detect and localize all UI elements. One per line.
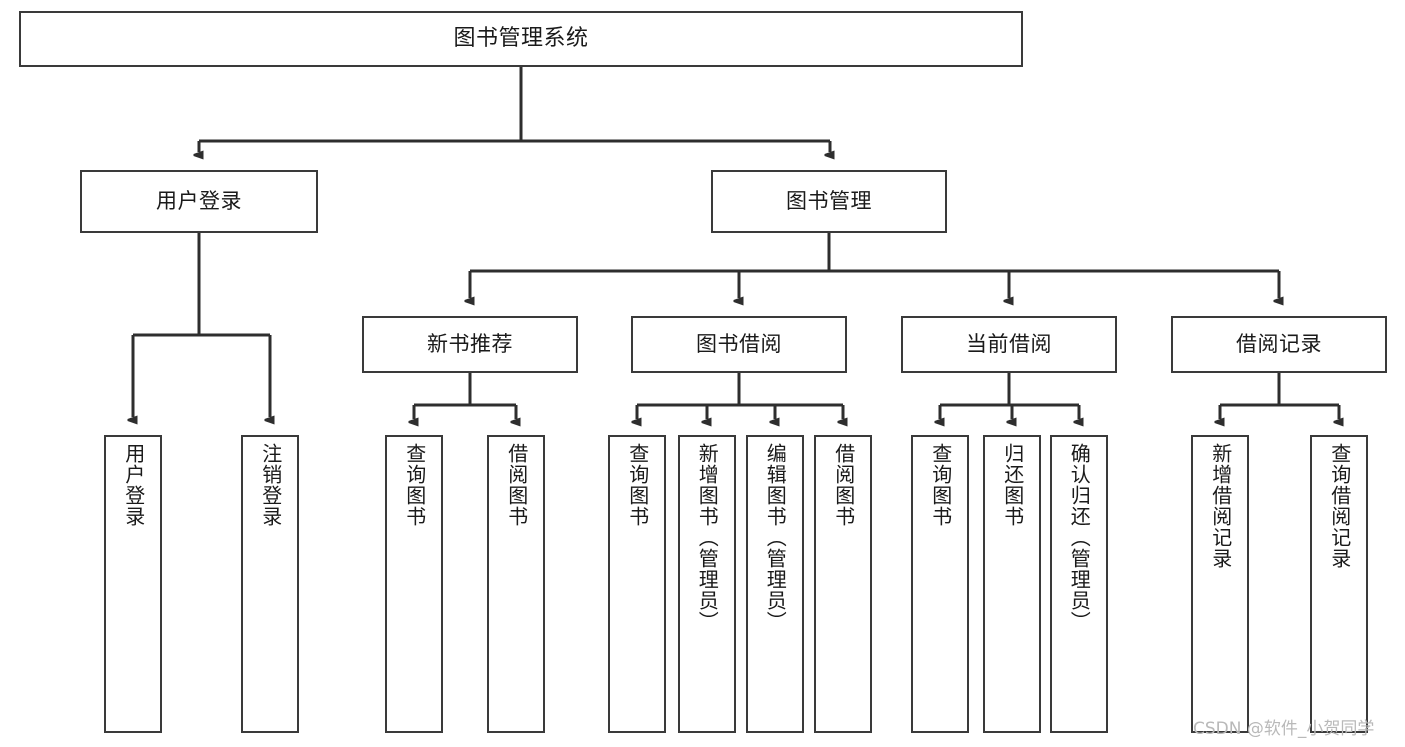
node-label: 借阅图书 [504, 443, 529, 527]
node-label: 新增图书（管理员） [695, 443, 720, 632]
node-user-login[interactable]: 用户登录 [80, 170, 318, 233]
csdn-watermark: CSDN @软件_小贺同学 [1193, 719, 1375, 739]
node-label: 查询借阅记录 [1327, 443, 1352, 569]
leaf-user-login[interactable]: 用户登录 [104, 435, 162, 733]
node-root-book-management-system[interactable]: 图书管理系统 [19, 11, 1023, 67]
node-label: 查询图书 [625, 443, 650, 527]
node-label: 当前借阅 [966, 332, 1052, 356]
node-label: 图书借阅 [696, 332, 782, 356]
leaf-query-books-nbr[interactable]: 查询图书 [385, 435, 443, 733]
leaf-edit-book-admin[interactable]: 编辑图书（管理员） [746, 435, 804, 733]
node-label: 归还图书 [1000, 443, 1025, 527]
node-label: 借阅图书 [831, 443, 856, 527]
leaf-add-borrow-record[interactable]: 新增借阅记录 [1191, 435, 1249, 733]
node-label: 编辑图书（管理员） [763, 443, 788, 632]
node-label: 新书推荐 [427, 332, 513, 356]
node-label: 查询图书 [402, 443, 427, 527]
node-label: 查询图书 [928, 443, 953, 527]
node-borrowing-record[interactable]: 借阅记录 [1171, 316, 1387, 373]
node-label: 用户登录 [121, 443, 146, 527]
leaf-add-book-admin[interactable]: 新增图书（管理员） [678, 435, 736, 733]
node-label: 用户登录 [156, 189, 242, 213]
node-label: 图书管理系统 [453, 26, 589, 51]
node-book-management[interactable]: 图书管理 [711, 170, 947, 233]
node-label: 图书管理 [786, 189, 872, 213]
leaf-borrow-books-nbr[interactable]: 借阅图书 [487, 435, 545, 733]
node-book-borrowing[interactable]: 图书借阅 [631, 316, 847, 373]
node-label: 新增借阅记录 [1208, 443, 1233, 569]
node-current-borrowing[interactable]: 当前借阅 [901, 316, 1117, 373]
leaf-query-books-bb[interactable]: 查询图书 [608, 435, 666, 733]
leaf-confirm-return-admin[interactable]: 确认归还（管理员） [1050, 435, 1108, 733]
leaf-logout[interactable]: 注销登录 [241, 435, 299, 733]
leaf-borrow-books-bb[interactable]: 借阅图书 [814, 435, 872, 733]
node-new-book-recommendation[interactable]: 新书推荐 [362, 316, 578, 373]
leaf-query-borrow-record[interactable]: 查询借阅记录 [1310, 435, 1368, 733]
leaf-query-books-cb[interactable]: 查询图书 [911, 435, 969, 733]
node-label: 借阅记录 [1236, 332, 1322, 356]
node-label: 注销登录 [258, 443, 283, 527]
leaf-return-books[interactable]: 归还图书 [983, 435, 1041, 733]
node-label: 确认归还（管理员） [1067, 443, 1092, 632]
